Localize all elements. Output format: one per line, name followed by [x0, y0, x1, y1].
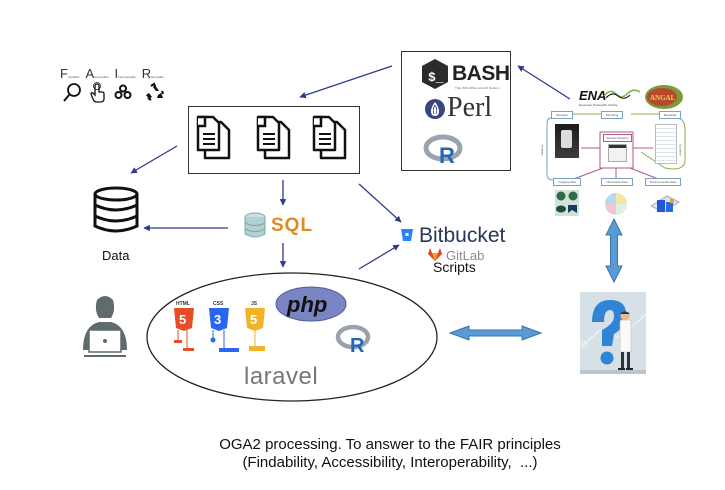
html5-label: HTML	[176, 301, 190, 307]
double-arrow-vertical	[605, 217, 623, 284]
scripts-label: Scripts	[433, 259, 476, 275]
fair-i: IInteroperable	[114, 66, 136, 81]
workflow-box-sampling: Sampling	[601, 111, 623, 119]
workflow-side-curation: Curation	[678, 144, 683, 156]
r-logo-icon: R	[423, 134, 463, 168]
question-scientist-icon	[580, 292, 647, 374]
pointer-hand-icon	[90, 82, 105, 103]
user-laptop-icon	[83, 296, 127, 357]
scripts-languages-box	[401, 51, 511, 171]
double-arrow-horizontal	[448, 325, 543, 341]
perl-label: Perl	[447, 92, 493, 123]
sql-database-icon	[244, 212, 266, 238]
fair-r: RReusable	[141, 66, 164, 81]
ena-wave-icon	[603, 89, 641, 99]
fair-a: AAccessible	[85, 66, 109, 81]
bitbucket-label: Bitbucket	[419, 224, 506, 247]
js-number: 5	[250, 312, 257, 327]
metadata-sheet	[655, 124, 677, 164]
arrow-docs-to-bitbucket	[358, 183, 402, 223]
css3-label: CSS	[213, 301, 224, 307]
arrow-sources-to-scripts	[517, 65, 571, 100]
svg-text:$_: $_	[428, 70, 444, 85]
workflow-box-nucleotide-data: Nucleotide Data	[601, 178, 633, 186]
recycle-icon	[146, 82, 165, 101]
sql-label: SQL	[271, 215, 314, 236]
r-logo-letter: R	[350, 335, 365, 357]
gears-icon	[114, 84, 132, 99]
fair-letters: FFindable AAccessible IInteroperable RRe…	[60, 66, 185, 81]
document-copy-icon	[196, 115, 231, 160]
bash-shell-icon: $_	[422, 59, 448, 89]
bitbucket-icon	[401, 229, 413, 241]
html5-number: 5	[179, 312, 186, 327]
angal-label: ANGAL	[650, 94, 676, 102]
database-icon	[93, 186, 139, 233]
php-label: php	[286, 292, 327, 317]
css3-number: 3	[214, 312, 221, 327]
workflow-box-imaging-data: Imaging Data	[553, 178, 581, 186]
fair-principles: FFindable AAccessible IInteroperable RRe…	[60, 66, 185, 106]
document-copy-icon	[256, 115, 291, 160]
r-logo-letter: R	[439, 143, 455, 168]
angal-logo-icon: ANGAL	[645, 85, 683, 109]
workflow-box-sample-registry: Sample Registry	[603, 134, 632, 142]
environmental-thumbnail	[649, 195, 681, 213]
bash-subtitle: THE BOURNE-AGAIN SHELL	[455, 86, 500, 90]
caption-line-2: (Findability, Accessibility, Interoperab…	[242, 454, 538, 471]
data-label: Data	[102, 248, 130, 263]
arrow-scripts-to-docs	[299, 65, 393, 99]
web-stack-ellipse	[146, 272, 438, 402]
ena-subtitle: European Nucleotide Archive	[579, 103, 618, 107]
r-logo-icon: R	[335, 324, 371, 357]
ena-label: ENA	[579, 88, 607, 103]
html5-shield-icon: 5	[174, 308, 194, 351]
caption: OGA2 processing. To answer to the FAIR p…	[180, 436, 600, 472]
sample-workflow-diagram: Samples Sampling Metadata Sample Registr…	[541, 110, 687, 220]
samples-photo	[555, 124, 579, 158]
fair-f: FFindable	[60, 66, 80, 81]
bash-label: BASH	[452, 62, 510, 85]
gitlab-fox-icon	[428, 248, 442, 261]
registry-thumbnail	[608, 144, 627, 162]
nucleotide-pie-thumbnail	[605, 193, 627, 215]
css3-shield-icon: 3	[209, 308, 239, 352]
perl-onion-icon	[425, 99, 445, 119]
workflow-box-environmental-data: Environmental Data	[645, 178, 681, 186]
arrow-laravel-to-bitbucket	[358, 244, 400, 270]
imaging-thumbnail	[555, 190, 579, 216]
gitlab-label: GitLab	[446, 248, 485, 263]
php-logo-icon: php	[275, 286, 347, 322]
js-shield-icon: 5	[245, 308, 265, 351]
magnifier-icon	[63, 83, 81, 102]
js-label: JS	[251, 301, 258, 307]
document-copy-icon	[312, 115, 347, 160]
arrow-docs-to-data	[130, 145, 178, 174]
workflow-side-analysis: Analysis	[540, 144, 545, 156]
workflow-box-metadata: Metadata	[659, 111, 681, 119]
caption-line-1: OGA2 processing. To answer to the FAIR p…	[219, 436, 561, 453]
workflow-box-samples: Samples	[551, 111, 573, 119]
laravel-label: laravel	[244, 363, 319, 390]
